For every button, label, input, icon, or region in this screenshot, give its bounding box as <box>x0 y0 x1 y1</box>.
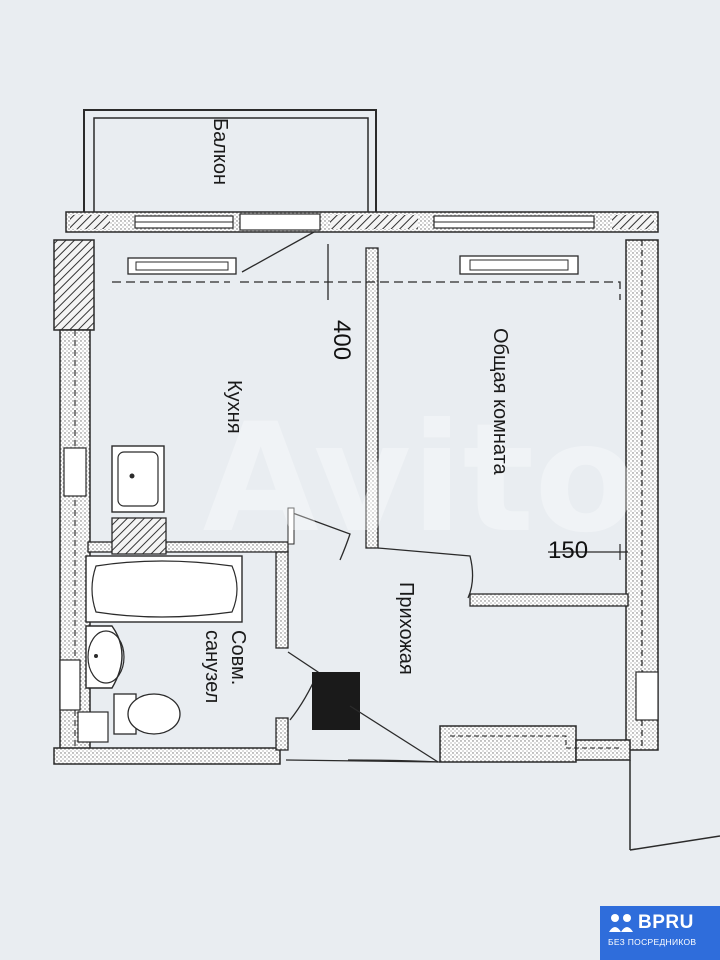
interior-walls <box>87 247 629 751</box>
bathtub <box>85 555 243 623</box>
bpru-badge: BPRU БЕЗ ПОСРЕДНИКОВ <box>600 906 720 960</box>
left-wall <box>53 239 95 761</box>
bathroom-label-line1: Совм. <box>227 630 249 685</box>
balcony-label: Балкон <box>209 118 231 185</box>
living-room-label: Общая комната <box>489 328 511 475</box>
watermark: Avito <box>203 392 638 566</box>
kitchen-sink <box>111 445 165 513</box>
radiator-kitchen <box>127 257 237 275</box>
balcony-door-swing <box>241 231 329 300</box>
bottom-wall <box>53 725 631 765</box>
badge-name: BPRU <box>638 912 694 933</box>
dimension-400-label: 400 <box>328 320 355 360</box>
right-wall <box>625 239 720 851</box>
kitchen-label: Кухня <box>223 380 245 434</box>
entry-door-swing <box>285 672 441 763</box>
toilet <box>77 693 181 743</box>
bathroom-label-line2: санузел <box>201 630 223 703</box>
radiator-living-room <box>459 255 579 275</box>
top-wall <box>65 211 659 233</box>
bathroom-sink <box>85 625 125 689</box>
hallway-label: Прихожая <box>395 582 417 675</box>
living-room-door-swing <box>377 547 474 599</box>
inner-dashed-line <box>240 281 621 300</box>
badge-subtitle: БЕЗ ПОСРЕДНИКОВ <box>608 937 697 947</box>
people-icon <box>608 912 634 934</box>
dimension-150-label: 150 <box>548 537 588 564</box>
kitchen-door-swing <box>287 507 351 561</box>
